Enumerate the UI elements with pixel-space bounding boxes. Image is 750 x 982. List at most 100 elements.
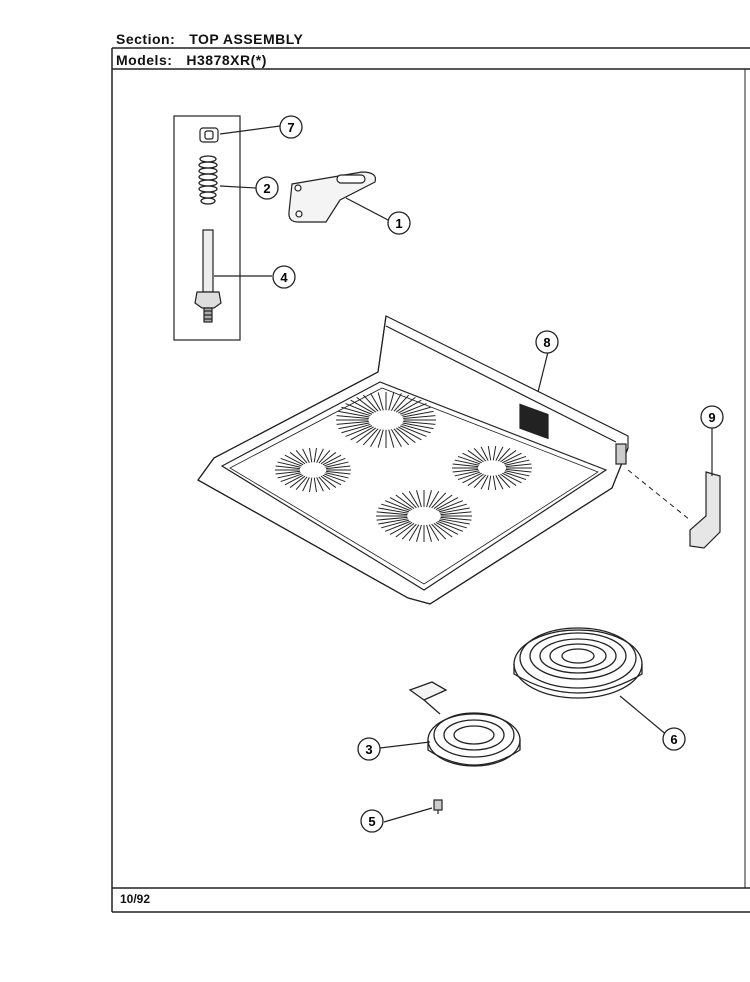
burner-ray [399,425,427,437]
burner-ray [320,475,337,488]
burner-ray [280,457,302,467]
burner-ray [426,524,432,542]
burner-ray [277,472,301,479]
burner-ray [500,450,517,463]
burner-ray [313,448,317,463]
diagram-frame [111,47,750,913]
burner-ray [378,507,409,514]
burner-ray [401,523,417,540]
burner-ray [338,422,370,430]
bracket-part [288,171,377,223]
burner-ray [408,524,420,541]
burner-ray [403,415,436,419]
burner-ray [505,468,532,473]
burner-ray [336,415,369,419]
burner-ray [454,459,480,466]
burner-ray [313,477,317,492]
burner-ray [325,461,349,468]
burner-ray [309,448,313,463]
nut-part [199,127,219,143]
burner-ray [318,449,331,464]
burner-ray [416,490,422,508]
callout-circle [255,176,279,200]
burner-ray [277,461,301,468]
burner-ray [370,393,382,411]
burner-ray [389,521,413,535]
burner-ray [467,450,484,463]
burner-ray [433,494,453,510]
burner-ray [389,497,413,511]
section-value: TOP ASSEMBLY [189,31,304,47]
burner-ray [503,455,527,465]
callout-number: 5 [368,814,375,829]
burner-ray [395,494,415,510]
callout-circle [272,265,296,289]
burner-ray [284,474,304,486]
burner-ray [318,476,331,491]
burner-ray [503,471,527,481]
burner-ray [440,511,472,516]
burner-ray [295,449,308,464]
burner-ray [275,465,300,470]
burner-ray [454,470,480,477]
callout-number: 3 [365,742,372,757]
burner-ray [280,473,302,483]
large-element-part [513,627,643,699]
burner-ray [326,470,351,475]
callout-number: 9 [708,410,715,425]
burner-ray [452,468,479,473]
models-value: H3878XR(*) [186,52,267,68]
burner-ray [403,421,436,425]
models-heading: Models:H3878XR(*) [116,52,267,68]
burner-ray [401,406,431,417]
leveling-stud-part [194,229,222,323]
burner-ray [395,427,416,444]
cooktop-part [197,315,629,605]
burner-ray [492,446,497,461]
spring-part [198,155,218,205]
burner-ray [284,454,304,466]
burner-ray [322,454,342,466]
burner-ray [497,474,511,489]
burner-ray [473,447,487,462]
burner-ray [480,446,489,461]
burner-ray [480,475,489,490]
burner-ray [492,475,497,490]
burner-ray [326,465,351,470]
burner-ray [457,471,481,481]
burner-ray [341,423,371,434]
burner-ray [345,403,373,415]
burner-ray [401,423,431,434]
burner-ray [302,448,310,463]
burner-ray [336,421,369,425]
burner-ray [316,448,324,463]
burner-ray [426,490,432,508]
screw-part [433,799,443,814]
callout-number: 2 [263,181,270,196]
burner-ray [376,511,408,516]
callout-number: 1 [395,216,402,231]
burner-ray [390,429,402,447]
burner-ray [439,507,470,514]
burner-ray [370,429,382,447]
burner-ray [502,472,522,484]
burner-ray [378,518,409,525]
leader-lines [214,125,713,823]
burner-ray [504,459,530,466]
burner-ray [384,520,411,532]
burner-ray [362,394,379,412]
burner-ray [462,472,482,484]
burner-ray [377,429,384,448]
burner-ray [402,422,434,430]
burner-ray [275,470,300,475]
burner-ray [324,457,346,467]
burner-ray [395,396,416,413]
burner-ray [398,399,422,414]
burner-ray [350,399,374,414]
burner-ray [338,410,370,418]
burner-ray [462,452,482,464]
burner-ray [428,524,440,541]
burner-ray [500,473,517,486]
burner-ray [398,426,422,441]
